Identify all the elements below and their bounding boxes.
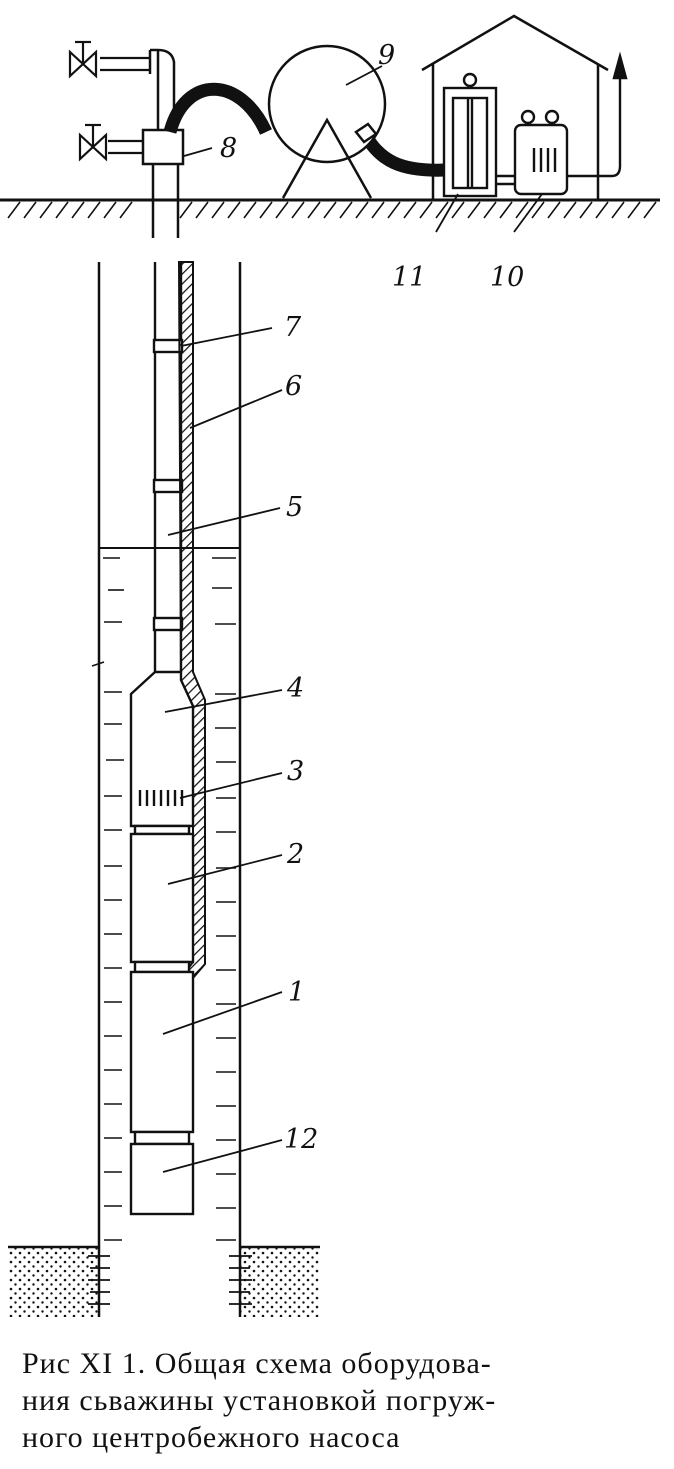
label-7: 7 <box>284 312 302 343</box>
wellhead-box <box>141 128 185 166</box>
centrifugal-pump <box>129 670 195 828</box>
label-4: 4 <box>286 673 304 704</box>
protector-section <box>129 824 195 974</box>
well-casing <box>97 262 242 1247</box>
label-3: 3 <box>287 756 304 787</box>
station-building <box>421 14 609 200</box>
label-12: 12 <box>284 1124 318 1155</box>
label-10: 10 <box>490 262 524 293</box>
compensator <box>129 1130 195 1216</box>
label-9: 9 <box>378 40 395 71</box>
label-2: 2 <box>286 839 304 870</box>
tubing-string <box>152 262 184 672</box>
figure-caption: Рис XI 1. Общая схема оборудова- ния сьв… <box>22 1345 662 1456</box>
well-pump-diagram: 8 9 11 10 7 6 5 4 3 2 1 12 <box>0 14 660 1317</box>
ground-surface <box>0 198 660 219</box>
transformer <box>496 109 569 196</box>
formation-bottom <box>8 1245 320 1317</box>
label-8: 8 <box>220 133 237 164</box>
lower-valve-icon <box>78 123 143 162</box>
caption-line-2: ния сьважины установкой погруж- <box>22 1384 497 1417</box>
surface-leader-lines <box>183 65 543 233</box>
control-station <box>442 72 498 198</box>
power-supply-arrow <box>567 51 628 178</box>
label-11: 11 <box>392 262 426 293</box>
upper-valve-icon <box>68 40 150 79</box>
downhole-leader-lines <box>162 327 283 1173</box>
label-6: 6 <box>285 371 302 402</box>
caption-line-3: ного центробежного насоса <box>22 1421 401 1454</box>
label-5: 5 <box>286 492 303 523</box>
caption-line-1: Рис XI 1. Общая схема оборудова- <box>22 1347 492 1380</box>
well-fluid <box>91 547 240 1241</box>
label-1: 1 <box>288 977 305 1008</box>
electric-motor <box>129 970 195 1134</box>
cable-drum <box>267 44 387 199</box>
